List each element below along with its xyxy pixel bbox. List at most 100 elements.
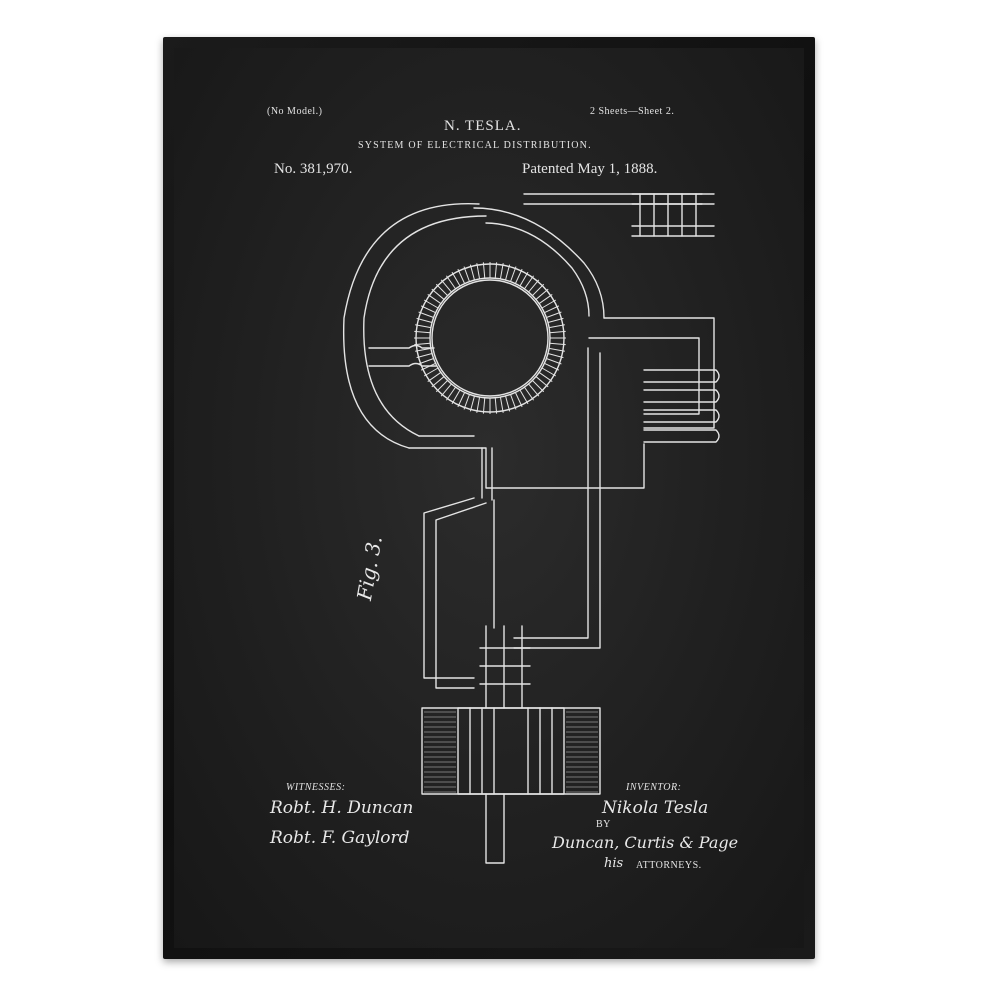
coil-turn [549,342,566,346]
patent-date: Patented May 1, 1888. [522,161,658,177]
lead-left-outer [423,497,475,679]
coil-turn [519,271,529,287]
coil-turn [546,358,562,365]
coil-turn [431,376,445,388]
patent-drawing [342,193,720,864]
coil-turn [499,397,504,413]
coil-turn [423,299,439,309]
coil-turn [528,279,540,293]
lamp-loop-1 [643,369,720,383]
coil-turn [546,311,562,318]
right-loop [603,317,715,429]
coil-turn [482,262,486,279]
outer-arc [342,203,480,449]
outer-arc-inner [363,215,487,437]
sheet-count: 2 Sheets—Sheet 2. [590,106,675,117]
model-note: (No Model.) [267,106,323,117]
coil-turn [538,372,553,383]
coil-turn [544,305,560,314]
inventor-signature: Nikola Tesla [602,798,709,818]
coil-turn [510,266,517,282]
commutator [485,625,523,709]
pole-right-top [473,207,605,319]
coil-turn [538,293,553,304]
coil-turn [532,283,545,296]
coil-turn [445,386,456,401]
lead-right-outer [513,347,589,639]
core-hatching [424,711,598,793]
coil-turn [418,311,434,318]
coil-turn [469,395,475,412]
coil-turn [535,288,549,300]
attorneys-signature: Duncan, Curtis & Page [552,833,739,852]
coil-turn [544,362,560,371]
coil-turn [541,367,557,377]
ring-coil-windings [414,262,566,414]
lower-loop [408,443,645,489]
coil-turn [505,264,511,281]
by-label: BY [596,819,611,830]
coil-turn [549,324,565,329]
coil-turn [463,266,470,282]
coil-turn [457,268,466,284]
coil-turn [547,353,564,359]
coil-turn [524,386,535,401]
patent-number: No. 381,970. [274,161,353,177]
coil-turn [505,395,511,412]
coil-turn [414,342,431,346]
coil-turn [494,397,498,414]
lamp-loop-3 [643,409,720,423]
inventor-label: INVENTOR: [626,782,682,793]
coil-turn [435,380,448,393]
coil-turn [440,383,452,397]
coil-turn [435,283,448,296]
coil-turn [519,389,529,405]
coil-turn [427,372,442,383]
coil-turn [541,299,557,309]
coil-turn [482,397,486,414]
coil-turn [418,358,434,365]
coil-turn [463,394,470,410]
coil-turn [451,271,461,287]
coil-turn [420,362,436,371]
lamp-circuit-top [631,193,715,237]
coil-turn [415,324,431,329]
coil-turn [549,330,566,334]
coil-turn [445,275,456,290]
patent-title: SYSTEM OF ELECTRICAL DISTRIBUTION. [358,140,592,151]
coil-turn [528,383,540,397]
coil-turn [420,305,436,314]
witnesses-label: WITNESSES: [286,782,346,793]
coil-turn [499,263,504,279]
coil-turn [415,347,431,352]
coil-turn [510,394,517,410]
coil-turn [535,376,549,388]
coil-turn [423,367,439,377]
coil-turn [427,293,442,304]
coil-turn [549,347,565,352]
motor-core [421,707,601,795]
lamp-loop-2 [643,389,720,403]
coil-turn [514,268,523,284]
witness-signature-2: Robt. F. Gaylord [270,828,410,848]
coil-turn [476,263,481,279]
his-label: his [604,856,624,871]
coil-turn [416,353,433,359]
blueprint-sheet: (No Model.) 2 Sheets—Sheet 2. N. TESLA. … [174,48,804,948]
coil-turn [440,279,452,293]
coil-turn [414,330,431,334]
coil-turn [451,389,461,405]
coil-turn [431,288,445,300]
ring-armature-inner [429,277,551,399]
coil-turn [514,392,523,408]
coil-turn [457,392,466,408]
coil-turn [469,264,475,281]
coil-turn [416,317,433,323]
attorneys-label: ATTORNEYS. [636,860,702,871]
coil-turn [494,262,498,279]
coil-turn [476,397,481,413]
lamp-loop-4 [643,429,720,443]
coil-turn [524,275,535,290]
witness-signature-1: Robt. H. Duncan [270,798,414,818]
inventor-heading: N. TESLA. [444,118,522,134]
